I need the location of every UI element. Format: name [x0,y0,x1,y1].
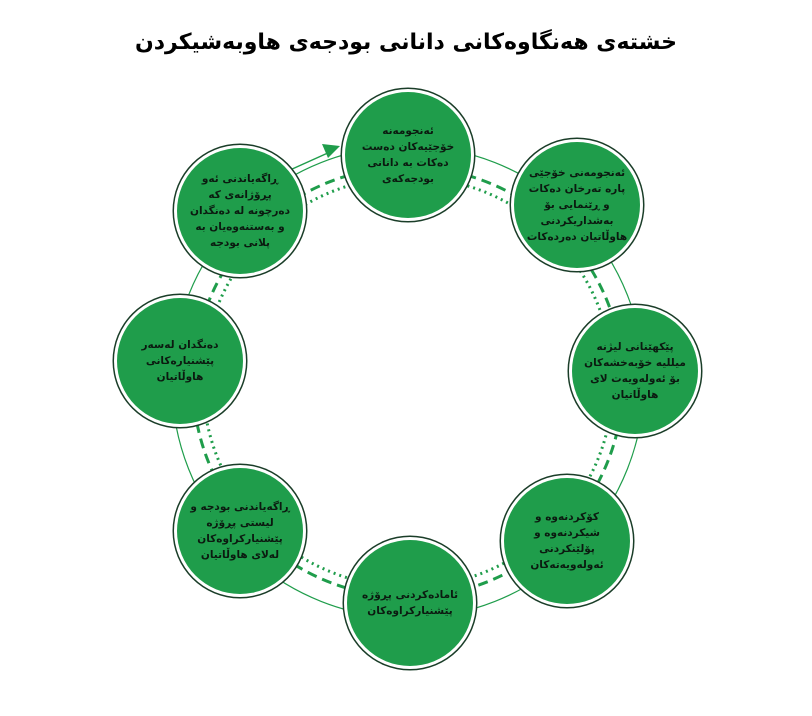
step-6-circle: ڕاگەیاندنی بودجە و لیستی پڕۆژە پێشنیارکر… [177,468,303,594]
diagram-title: خشتەی هەنگاوەکانی دانانی بودجەی هاوبەشیک… [134,30,678,55]
step-3-circle: پێکهێنانی لیژنە میللیە خۆبەخشەکان بۆ ئەو… [572,308,698,434]
step-8-circle: ڕاگەیاندنی ئەو پڕۆژانەی کە دەرچونە لە دە… [177,148,303,274]
step-7-circle: دەنگدان لەسەر پێشنیارەکانی هاوڵاتیان [117,298,243,424]
step-2-label: ئەنجومەنی خۆجێی پارە تەرخان دەکات و ڕێنم… [526,167,628,243]
step-6-label: ڕاگەیاندنی بودجە و لیستی پڕۆژە پێشنیارکر… [190,501,290,561]
arrow-head-icon [322,144,340,158]
arrow-line [289,151,331,171]
step-8-label: ڕاگەیاندنی ئەو پڕۆژانەی کە دەرچونە لە دە… [190,173,290,249]
step-2-circle: ئەنجومەنی خۆجێی پارە تەرخان دەکات و ڕێنم… [514,142,640,268]
step-4-label: کۆکردنەوە و شیکردنەوە و پۆلێنکردنی ئەولە… [530,511,604,571]
step-1-label: ئەنجومەنە خۆجێیەکان دەست دەکات بە دانانی… [361,125,455,185]
step-5-label: ئامادەکردنی پڕۆژە پێشنیارکراوەکان [361,589,459,617]
step-4-circle: کۆکردنەوە و شیکردنەوە و پۆلێنکردنی ئەولە… [504,478,630,604]
step-1-circle: ئەنجومەنە خۆجێیەکان دەست دەکات بە دانانی… [345,92,471,218]
step-7-label: دەنگدان لەسەر پێشنیارەکانی هاوڵاتیان [141,339,219,383]
step-5-circle: ئامادەکردنی پڕۆژە پێشنیارکراوەکان [347,540,473,666]
step-3-label: پێکهێنانی لیژنە میللیە خۆبەخشەکان بۆ ئەو… [584,341,686,401]
